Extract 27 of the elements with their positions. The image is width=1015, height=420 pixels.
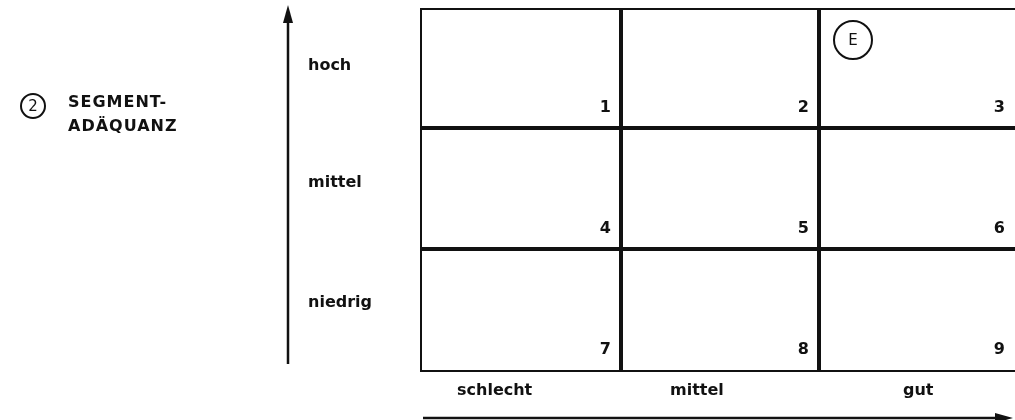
cell-number: 4: [599, 218, 611, 237]
matrix-cell: [619, 247, 821, 372]
cell-number: 2: [797, 97, 809, 116]
axis-label: gut: [903, 380, 934, 399]
matrix-cell: [420, 126, 623, 251]
circled-letter: E: [833, 20, 873, 60]
matrix-cell: [420, 8, 623, 130]
axis-label: hoch: [308, 55, 352, 74]
matrix-cell: [817, 8, 1015, 130]
matrix-cell: [817, 126, 1015, 251]
cell-number: 9: [993, 339, 1005, 358]
heading-text: SEGMENT- ADÄQUANZ: [68, 91, 179, 137]
cell-number: 7: [599, 339, 611, 358]
cell-number: 1: [599, 97, 611, 116]
cell-number: 6: [993, 218, 1005, 237]
axis-label: niedrig: [308, 292, 372, 311]
matrix-cell: [619, 8, 821, 130]
cell-number: 5: [797, 218, 809, 237]
matrix-cell: [817, 247, 1015, 372]
matrix-cell: [420, 247, 623, 372]
axis-label: mittel: [670, 380, 724, 399]
cell-number: 8: [797, 339, 809, 358]
cell-number: 3: [993, 97, 1005, 116]
matrix-cell: [619, 126, 821, 251]
circled-letter: 2: [20, 93, 46, 119]
axis-label: mittel: [308, 172, 362, 191]
axis-label: schlecht: [457, 380, 533, 399]
